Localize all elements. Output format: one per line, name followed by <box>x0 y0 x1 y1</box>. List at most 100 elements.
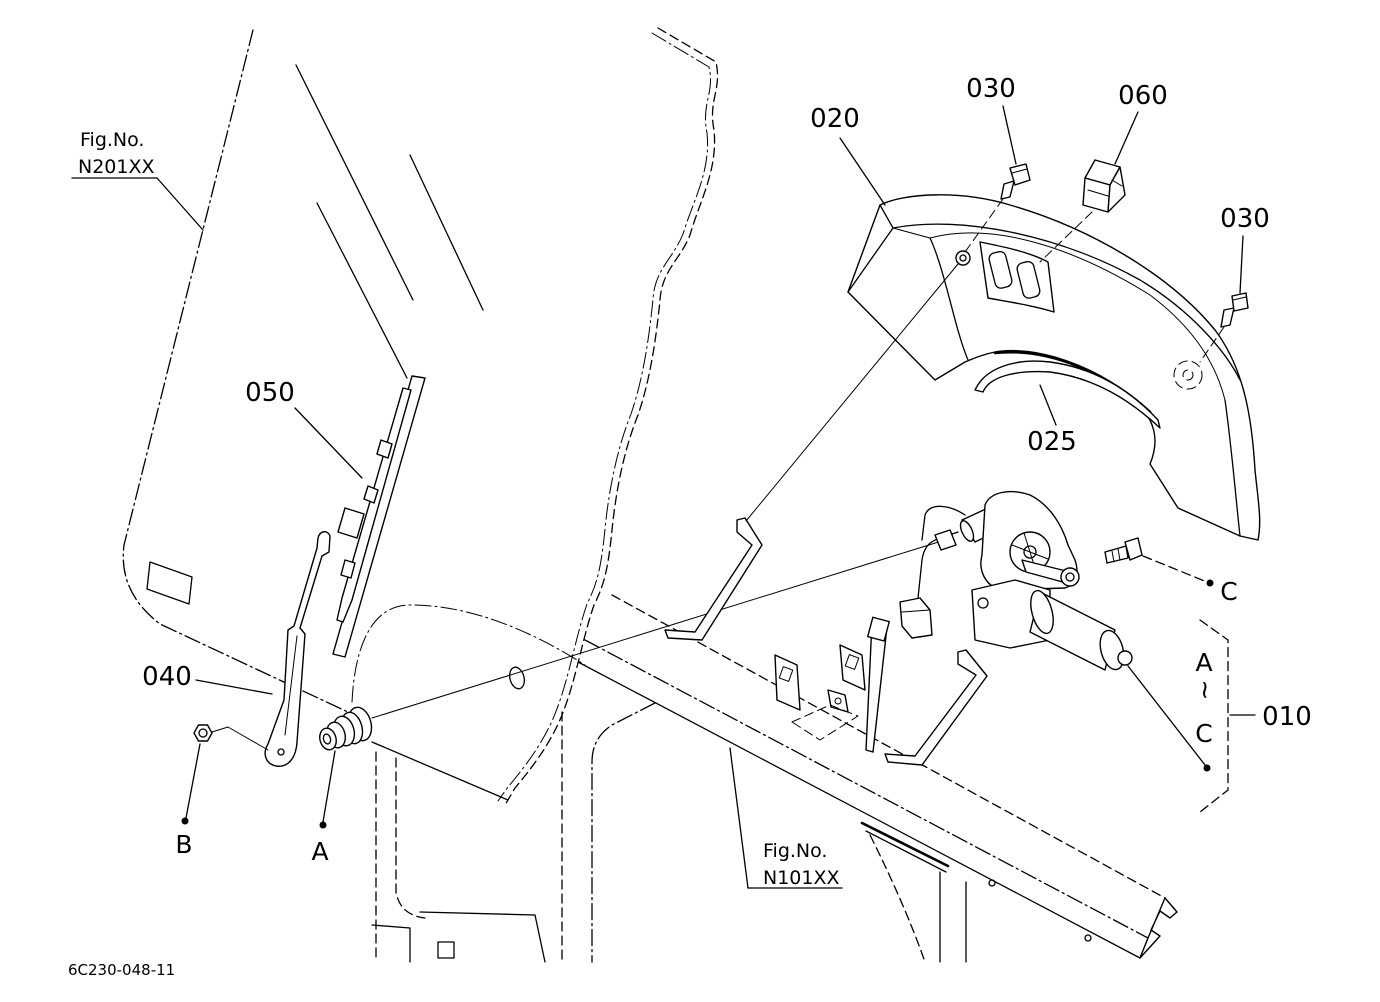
leader-060 <box>1114 111 1139 165</box>
cover-side-edge <box>929 237 969 361</box>
leader-upper-fig <box>156 177 204 231</box>
nut-hole <box>834 697 842 705</box>
leader-motor <box>1127 665 1206 766</box>
assembly-line <box>1039 211 1093 263</box>
nut-hexagon <box>193 724 213 742</box>
cover-screw-hole <box>955 250 971 266</box>
cover-screw-hole-inner <box>959 254 967 262</box>
point-a-label: A <box>311 837 328 866</box>
screw-shank <box>1000 180 1015 200</box>
arm-pivot-hole <box>277 748 285 756</box>
leader-lower-fig <box>729 747 749 889</box>
frame-post-right-curve <box>869 834 926 963</box>
plate-slot <box>778 666 794 682</box>
screw-shank <box>1220 307 1235 328</box>
bolt-thread <box>1111 550 1115 563</box>
callout-050: 050 <box>245 378 295 408</box>
wiper-sweep-line <box>351 604 586 703</box>
frame-panel-edge <box>860 821 950 868</box>
lower-fig-number: N101XX <box>763 867 840 889</box>
frame-clip <box>437 941 455 959</box>
beam-middle-edge <box>584 639 1149 939</box>
labels: Fig.No. N201XX Fig.No. N101XX 050 040 02… <box>68 74 1312 979</box>
nut-assembly-line <box>211 726 269 751</box>
nut <box>193 724 213 742</box>
nut-bore <box>198 728 208 738</box>
wiper-arm <box>264 531 331 767</box>
callout-025: 025 <box>1027 427 1077 457</box>
callout-030-top: 030 <box>966 74 1016 104</box>
leader-050 <box>294 407 363 479</box>
assembly-line <box>745 263 959 522</box>
beam-end-profile <box>1139 897 1178 959</box>
cover-right-edge <box>1224 399 1241 537</box>
upper-fig-label: Fig.No. <box>80 129 144 151</box>
wiper-motor-assembly <box>899 490 1143 671</box>
bolt-thread <box>1117 548 1121 561</box>
frame-panel-edge <box>865 830 947 873</box>
bracket-left <box>664 517 763 641</box>
frame-bottom-bracket <box>371 924 411 963</box>
glass-sticker <box>146 561 193 605</box>
beam-bottom-edge <box>577 661 1141 959</box>
glass-shaft-hole <box>509 666 525 690</box>
switch-connector <box>1082 159 1126 213</box>
cab-frame <box>371 594 1178 963</box>
blade-arm-mount <box>337 507 365 539</box>
drawing-code: 6C230-048-11 <box>68 961 175 979</box>
point-b-label: B <box>175 830 192 859</box>
arm-ridge <box>284 635 298 736</box>
frame-post-left-inner <box>395 757 426 919</box>
arch-trim <box>974 360 1161 429</box>
range-separator: ~ <box>1191 680 1220 701</box>
screw-right <box>1220 292 1249 328</box>
leader-c <box>1142 555 1208 583</box>
bolt-head <box>1124 537 1143 561</box>
frame-lower-line <box>371 741 509 801</box>
mounting-plate-left <box>774 654 801 711</box>
blade-clip <box>376 439 393 459</box>
plate-slot <box>844 654 860 670</box>
leader-040 <box>195 679 273 695</box>
mounting-plate-center <box>839 644 866 691</box>
wiper-blade <box>332 375 426 658</box>
glass-reflection-line <box>295 64 414 301</box>
screw-head-edge <box>1232 296 1247 301</box>
callout-040: 040 <box>142 662 192 692</box>
callout-030-right: 030 <box>1220 204 1270 234</box>
lower-fig-label: Fig.No. <box>763 840 827 862</box>
window-glass <box>122 27 719 806</box>
glass-reflection-line <box>409 154 484 311</box>
grommet-bore <box>322 733 332 745</box>
gear-hub <box>1023 545 1037 559</box>
leader-b <box>185 743 201 819</box>
beam-top-edge <box>611 594 1166 899</box>
leader-a <box>322 750 336 823</box>
cover-hidden-hole-inner <box>1182 369 1194 381</box>
screw-head <box>1231 292 1249 312</box>
connector-side-face <box>1107 166 1126 213</box>
leader-020 <box>839 137 886 206</box>
leader-030-top <box>1002 105 1017 165</box>
motor-wire-upper <box>921 505 966 541</box>
upper-fig-number: N201XX <box>78 156 155 178</box>
cover-hidden-hole <box>1173 360 1203 390</box>
shaft-axis-line <box>371 539 946 719</box>
wire-connector <box>899 597 933 639</box>
switch-slot <box>988 250 1013 289</box>
glass-break-line <box>504 27 719 806</box>
callout-010: 010 <box>1262 702 1312 732</box>
arm-body <box>264 531 331 767</box>
cover-shoulder-line <box>892 227 1226 401</box>
range-from-label: A <box>1195 648 1212 677</box>
crank-pin <box>1060 567 1080 587</box>
crank-pin-hole <box>1065 572 1075 582</box>
frame-bolt-hole <box>1084 934 1092 942</box>
point-c-dot <box>1206 579 1214 587</box>
frame-opening-edge <box>591 702 656 963</box>
glass-break-line-inner <box>497 32 711 802</box>
support-rod-cap <box>866 616 890 642</box>
assembly-line <box>1199 326 1225 363</box>
